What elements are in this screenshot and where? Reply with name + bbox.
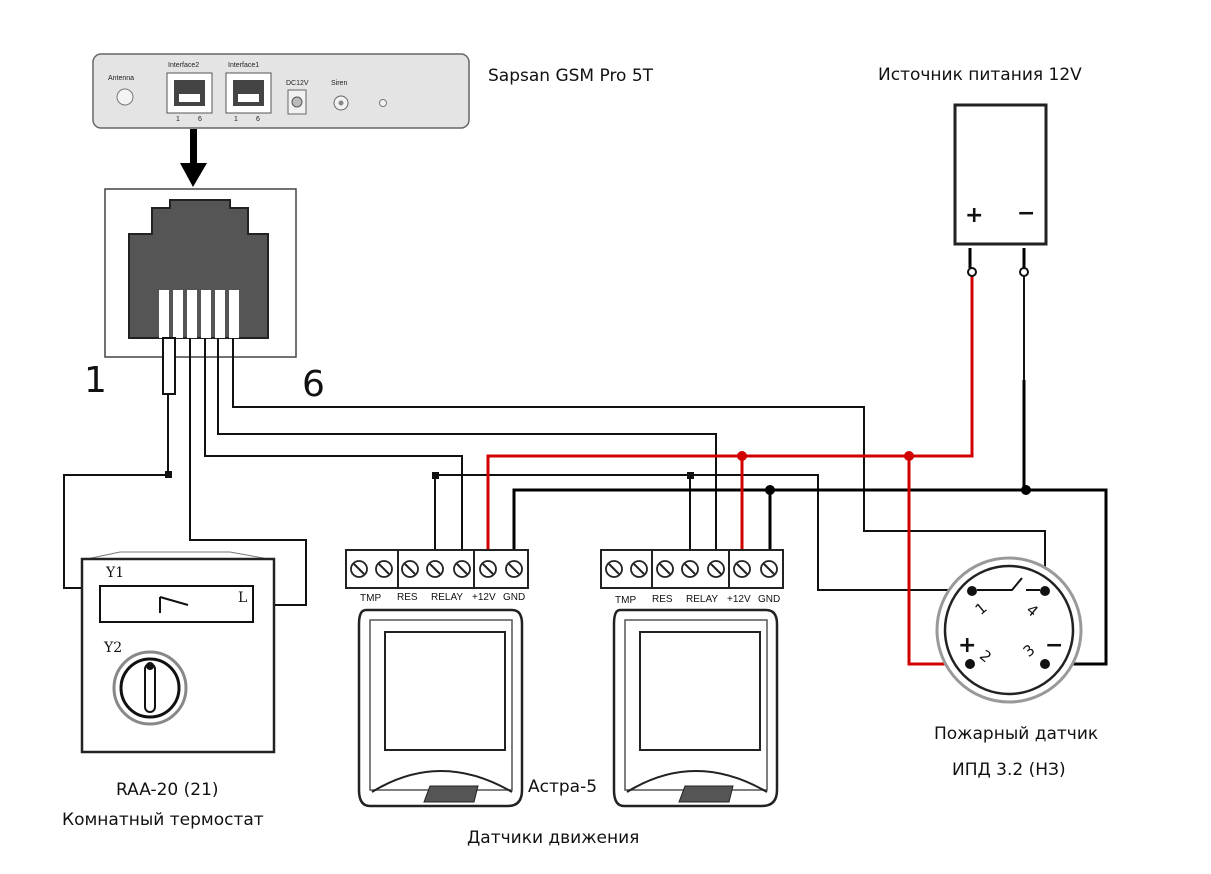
interface1-pin6: 6 <box>256 116 260 123</box>
thermostat-model: RAA-20 (21) <box>116 780 219 800</box>
motion-sensor-1: TMP RES RELAY +12V GND <box>345 549 529 808</box>
fire-sensor-caption-1: Пожарный датчик <box>934 724 1098 744</box>
port-interface2-label: Interface2 <box>168 62 199 69</box>
rj-connector <box>104 188 297 358</box>
thermostat: Y1 Y2 L <box>80 551 276 754</box>
interface2-pin6: 6 <box>198 116 202 123</box>
fire-sensor-caption-2: ИПД 3.2 (НЗ) <box>952 760 1066 780</box>
sensor2-relay-label: RELAY <box>686 594 718 605</box>
fire-sensor: 1 4 2 3 + − <box>935 556 1083 704</box>
wires <box>63 248 1108 666</box>
port-antenna-label: Antenna <box>108 75 134 82</box>
port-siren-label: Siren <box>331 80 347 87</box>
sensor1-res-label: RES <box>397 592 418 603</box>
fire-sensor-plus: + <box>958 633 976 658</box>
power-plus-label: + <box>965 203 983 228</box>
down-arrow-icon <box>180 129 207 187</box>
interface1-pin1: 1 <box>234 116 238 123</box>
sensor1-gnd-label: GND <box>503 592 525 603</box>
thermostat-caption: Комнатный термостат <box>62 810 264 830</box>
motion-sensors-caption: Датчики движения <box>467 828 639 848</box>
thermostat-y1-label: Y1 <box>105 565 124 581</box>
motion-sensor-model: Астра-5 <box>528 777 597 797</box>
sensor2-res-label: RES <box>652 594 673 605</box>
power-supply: + − <box>953 103 1048 246</box>
motion-sensor-2: TMP RES RELAY +12V GND <box>600 549 784 808</box>
interface2-pin1: 1 <box>176 116 180 123</box>
sensor1-12v-label: +12V <box>472 592 496 603</box>
connector-pin6-label: 6 <box>302 364 325 405</box>
port-dc-label: DC12V <box>286 80 309 87</box>
power-minus-label: − <box>1017 201 1035 226</box>
sensor1-tmp-label: TMP <box>360 593 381 604</box>
sensor2-12v-label: +12V <box>727 594 751 605</box>
port-interface1-label: Interface1 <box>228 62 259 69</box>
thermostat-y2-label: Y2 <box>103 640 122 656</box>
thermostat-l-label: L <box>238 590 247 606</box>
sensor1-relay-label: RELAY <box>431 592 463 603</box>
sensor2-tmp-label: TMP <box>615 595 636 606</box>
gsm-device: Antenna Interface2 1 6 Interface1 1 6 DC… <box>92 53 470 129</box>
fire-sensor-minus: − <box>1045 633 1063 658</box>
sensor2-gnd-label: GND <box>758 594 780 605</box>
gsm-device-name: Sapsan GSM Pro 5T <box>488 66 654 86</box>
connector-pin1-label: 1 <box>84 360 107 401</box>
power-supply-title: Источник питания 12V <box>878 65 1082 85</box>
